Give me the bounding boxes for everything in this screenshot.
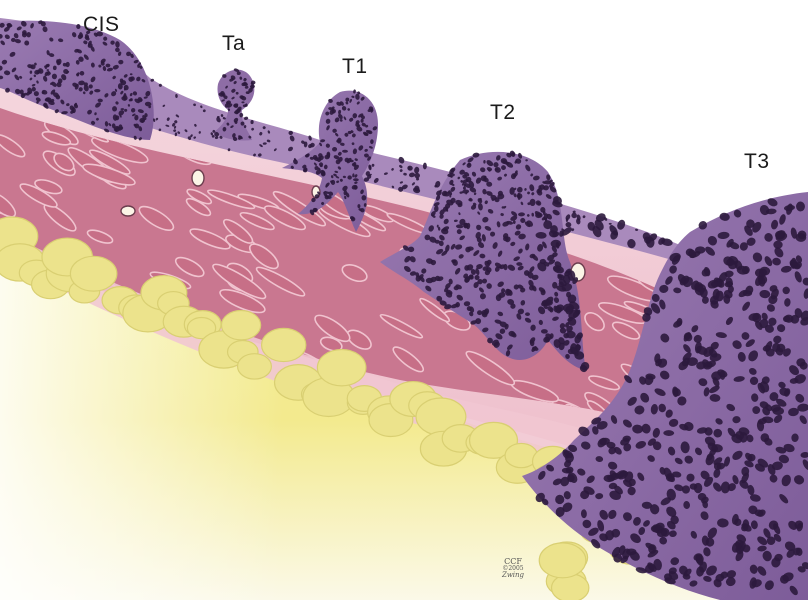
credit-line-1: CCF	[504, 557, 522, 566]
blood-vessels	[120, 169, 586, 282]
artist-credit: CCF ©2005 Zwing	[496, 558, 530, 579]
label-cis: CIS	[83, 13, 120, 36]
cell-nuclei	[0, 20, 808, 596]
label-t1: T1	[342, 55, 368, 78]
label-ta: Ta	[222, 32, 246, 55]
t3-tumor	[522, 192, 808, 600]
label-t3: T3	[744, 150, 770, 173]
t2-tumor	[380, 151, 586, 370]
credit-line-2: ©2005	[502, 565, 524, 572]
label-t2: T2	[490, 101, 516, 124]
credit-signature: Zwing	[501, 571, 525, 579]
t1-tumor	[282, 90, 378, 232]
